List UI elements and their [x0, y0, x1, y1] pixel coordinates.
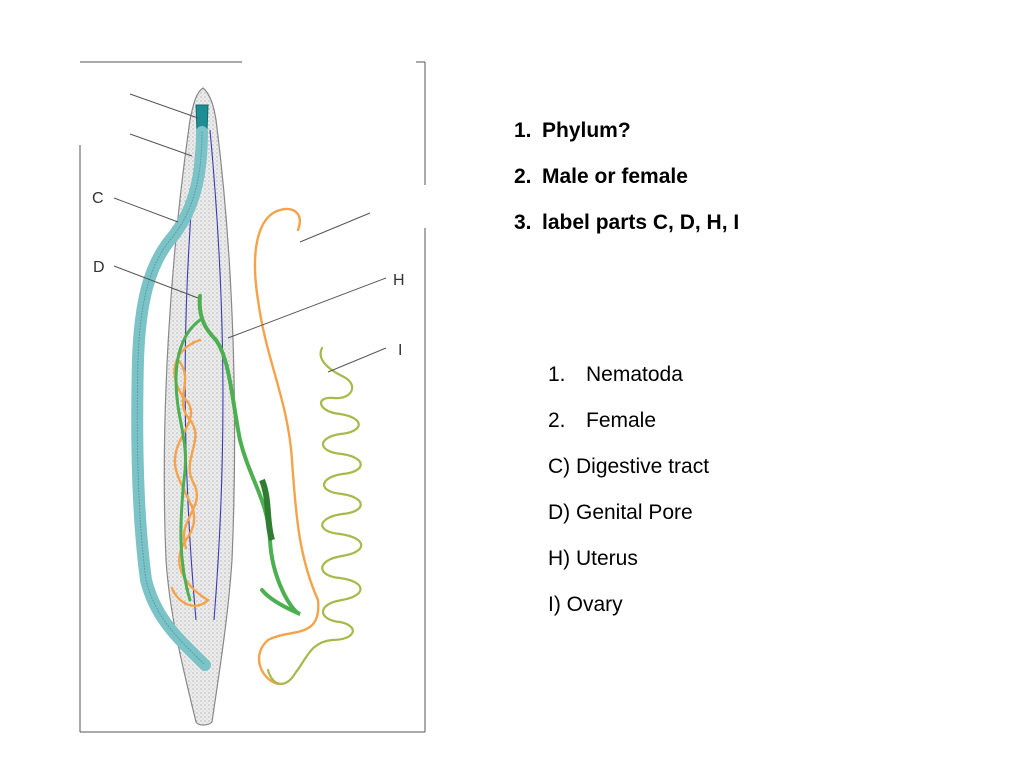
question-list: 1. Phylum? 2. Male or female 3. label parts…: [514, 108, 739, 246]
answer-text: C) Digestive tract: [548, 455, 710, 478]
question-item: 3. label parts C, D, H, I: [514, 200, 739, 246]
answer-text: I) Ovary: [548, 593, 623, 616]
answer-item: 1. Nematoda: [548, 352, 709, 398]
answer-item: D) Genital Pore: [548, 490, 709, 536]
answer-text: D) Genital Pore: [548, 501, 693, 524]
leader-lines: [113, 93, 387, 373]
question-text: label parts C, D, H, I: [542, 211, 740, 234]
label-h: H: [393, 272, 405, 289]
label-c: C: [92, 190, 104, 207]
answer-text: Female: [586, 409, 657, 432]
ovary: [266, 346, 363, 685]
answer-list: 1. Nematoda 2. Female C) Digestive tract D…: [548, 352, 709, 628]
question-number: 2.: [514, 165, 532, 188]
answer-text: Nematoda: [586, 363, 683, 386]
nematode-anatomy-diagram: C D H I: [79, 61, 426, 733]
question-text: Male or female: [542, 165, 688, 188]
question-text: Phylum?: [542, 119, 631, 142]
answer-text: H) Uterus: [548, 547, 638, 570]
answer-item: I) Ovary: [548, 582, 709, 628]
figure-frame: [79, 61, 426, 733]
uterus: [170, 207, 320, 686]
answer-number: 2.: [548, 409, 566, 432]
genital-tract: [174, 294, 301, 616]
answer-number: 1.: [548, 363, 566, 386]
question-item: 1. Phylum?: [514, 108, 739, 154]
question-item: 2. Male or female: [514, 154, 739, 200]
label-i: I: [398, 342, 402, 359]
answer-item: 2. Female: [548, 398, 709, 444]
answer-item: C) Digestive tract: [548, 444, 709, 490]
question-number: 3.: [514, 211, 532, 234]
question-number: 1.: [514, 119, 532, 142]
label-d: D: [93, 259, 105, 276]
answer-item: H) Uterus: [548, 536, 709, 582]
